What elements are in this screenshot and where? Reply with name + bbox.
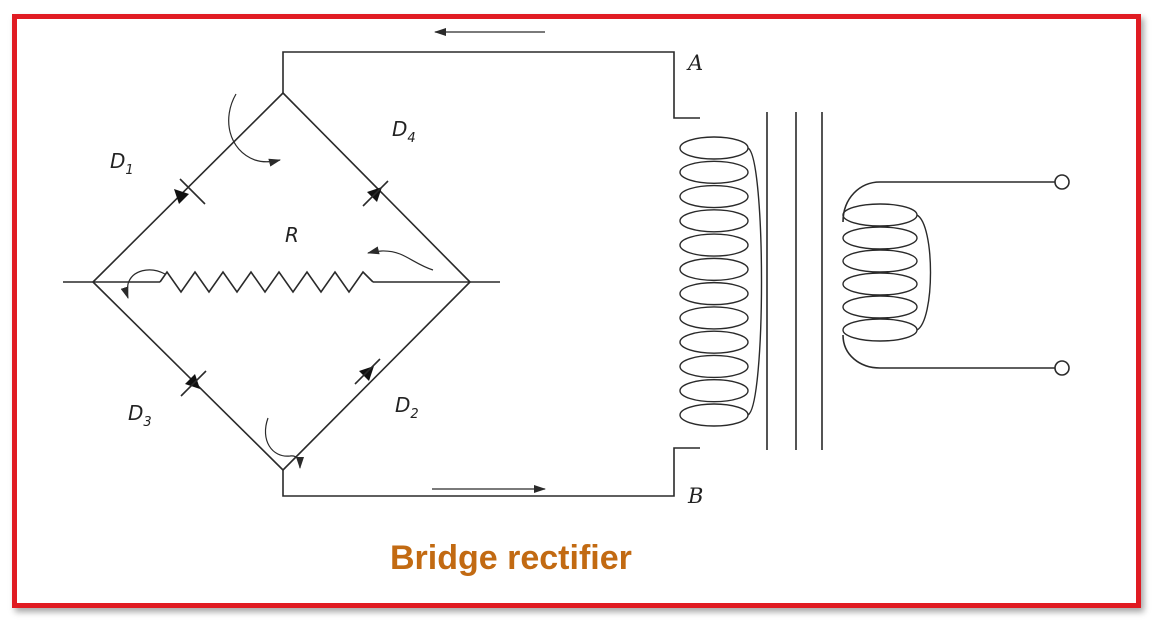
input-terminal-bottom [1054, 360, 1070, 376]
diagram-caption: Bridge rectifier [390, 539, 632, 577]
coil-side [916, 214, 932, 331]
input-terminal-top [1054, 174, 1070, 190]
coil-turn [842, 226, 918, 250]
coil-turn [679, 354, 749, 379]
label-d1: D1 [110, 149, 134, 178]
coil-turn [679, 257, 749, 282]
primary-coil [679, 136, 763, 427]
coil-turn [679, 306, 749, 330]
coil-turn [679, 330, 749, 354]
coil-turn [679, 136, 749, 160]
diode-d2 [354, 358, 381, 385]
diode-d1 [174, 178, 206, 205]
coil-turn [679, 379, 749, 403]
coil-turn [679, 209, 749, 233]
coil-turn [679, 160, 749, 184]
coil-turn [842, 203, 918, 227]
coil-turn [679, 281, 749, 306]
transformer-core [766, 112, 823, 450]
label-d2: D2 [395, 393, 419, 422]
secondary-coil [842, 203, 932, 342]
coil-turn [842, 272, 918, 296]
supply-wires [282, 51, 700, 497]
coil-turn [842, 318, 918, 342]
current-arrows [120, 28, 546, 493]
label-terminal-b: B [687, 484, 703, 508]
load-resistor [93, 270, 470, 294]
diode-d3 [180, 370, 207, 397]
coil-side [747, 147, 763, 416]
coil-turn [679, 184, 749, 209]
coil-turn [679, 403, 749, 427]
coil-turn [842, 249, 918, 273]
label-terminal-a: A [686, 51, 703, 75]
secondary-leads [842, 181, 1055, 369]
diode-d4 [362, 180, 389, 207]
red-frame [12, 14, 1141, 608]
coil-turn [842, 295, 918, 319]
label-resistor: R [285, 223, 299, 247]
label-d3: D3 [128, 401, 152, 430]
coil-turn [679, 233, 749, 257]
label-d4: D4 [392, 117, 416, 146]
